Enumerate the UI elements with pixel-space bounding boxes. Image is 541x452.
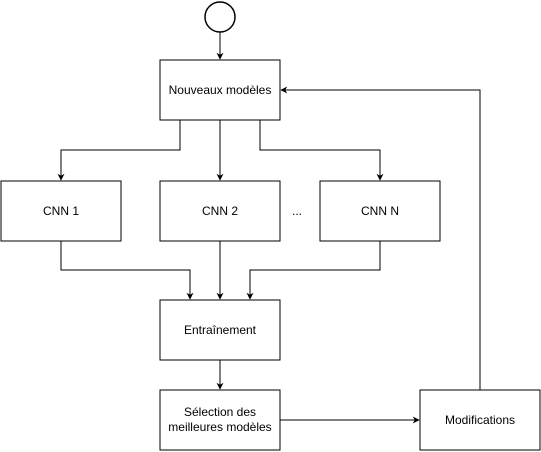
edge-new-models-to-cnn-n: [259, 120, 384, 181]
node-modifications: [419, 389, 541, 451]
edge-new-models-to-cnn-1: [57, 120, 181, 181]
label-selection-line-2: meilleures modèles: [168, 420, 271, 434]
label-cnn-1: CNN 1: [43, 204, 79, 218]
edge-modifications-to-new-models: [280, 86, 481, 390]
label-cnn-2: CNN 2: [202, 204, 238, 218]
node-training: [159, 299, 281, 361]
node-new-models: [159, 59, 281, 121]
node-selection: [159, 389, 281, 451]
label-selection-line-1: Sélection des: [184, 405, 256, 419]
label-cnn-n: CNN N: [361, 204, 399, 218]
label-training: Entraînement: [184, 323, 257, 337]
label-ellipsis: ...: [292, 204, 302, 218]
label-modifications: Modifications: [445, 413, 515, 427]
node-cnn-2: [159, 180, 281, 242]
node-cnn-n: [319, 180, 441, 242]
start-node: [204, 1, 236, 33]
node-cnn-1: [0, 180, 122, 242]
label-new-models: Nouveaux modèles: [169, 83, 272, 97]
edge-cnn-1-to-training: [60, 241, 194, 300]
edge-cnn-n-to-training: [246, 241, 381, 300]
